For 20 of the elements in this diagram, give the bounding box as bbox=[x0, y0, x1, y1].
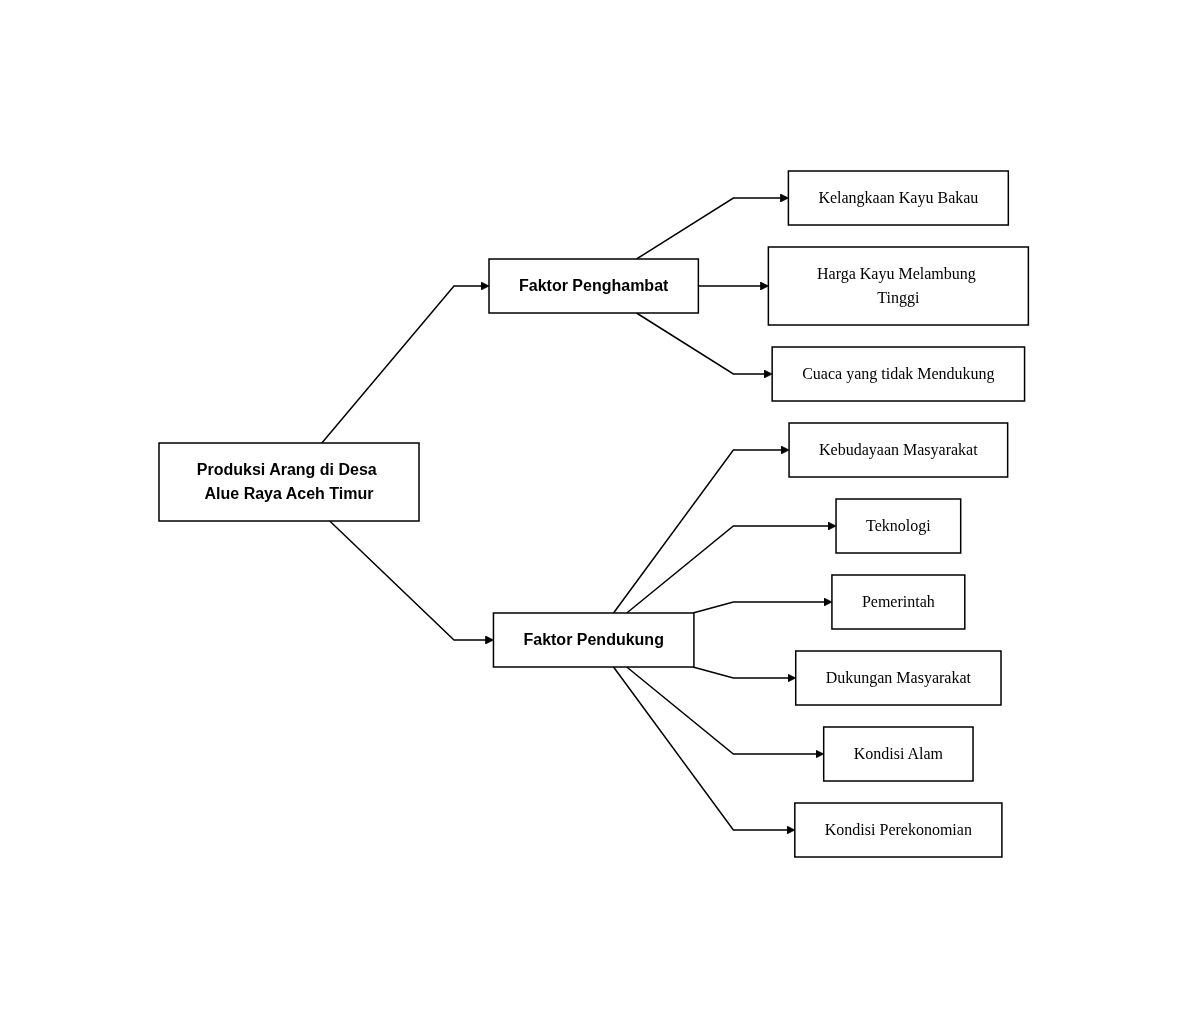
arrow bbox=[692, 666, 797, 683]
node-box: Kondisi Alam bbox=[823, 726, 975, 782]
arrow bbox=[626, 521, 837, 614]
arrow bbox=[692, 597, 833, 614]
node-box: Kebudayaan Masyarakat bbox=[788, 422, 1009, 478]
node-box: Faktor Pendukung bbox=[493, 612, 695, 668]
node-box: Harga Kayu Melambung Tinggi bbox=[767, 246, 1030, 326]
arrow bbox=[636, 312, 773, 379]
node-box: Kelangkaan Kayu Bakau bbox=[787, 170, 1010, 226]
node-box: Cuaca yang tidak Mendukung bbox=[771, 346, 1026, 402]
node-box: Faktor Penghambat bbox=[488, 258, 700, 314]
node-box: Dukungan Masyarakat bbox=[795, 650, 1003, 706]
node-box: Kondisi Perekonomian bbox=[794, 802, 1003, 858]
node-box: Produksi Arang di Desa Alue Raya Aceh Timur bbox=[158, 442, 421, 522]
node-box: Pemerintah bbox=[831, 574, 966, 630]
arrow bbox=[626, 666, 825, 759]
arrow bbox=[321, 281, 490, 444]
arrow bbox=[613, 445, 790, 614]
arrow bbox=[613, 666, 796, 835]
node-box: Teknologi bbox=[835, 498, 962, 554]
